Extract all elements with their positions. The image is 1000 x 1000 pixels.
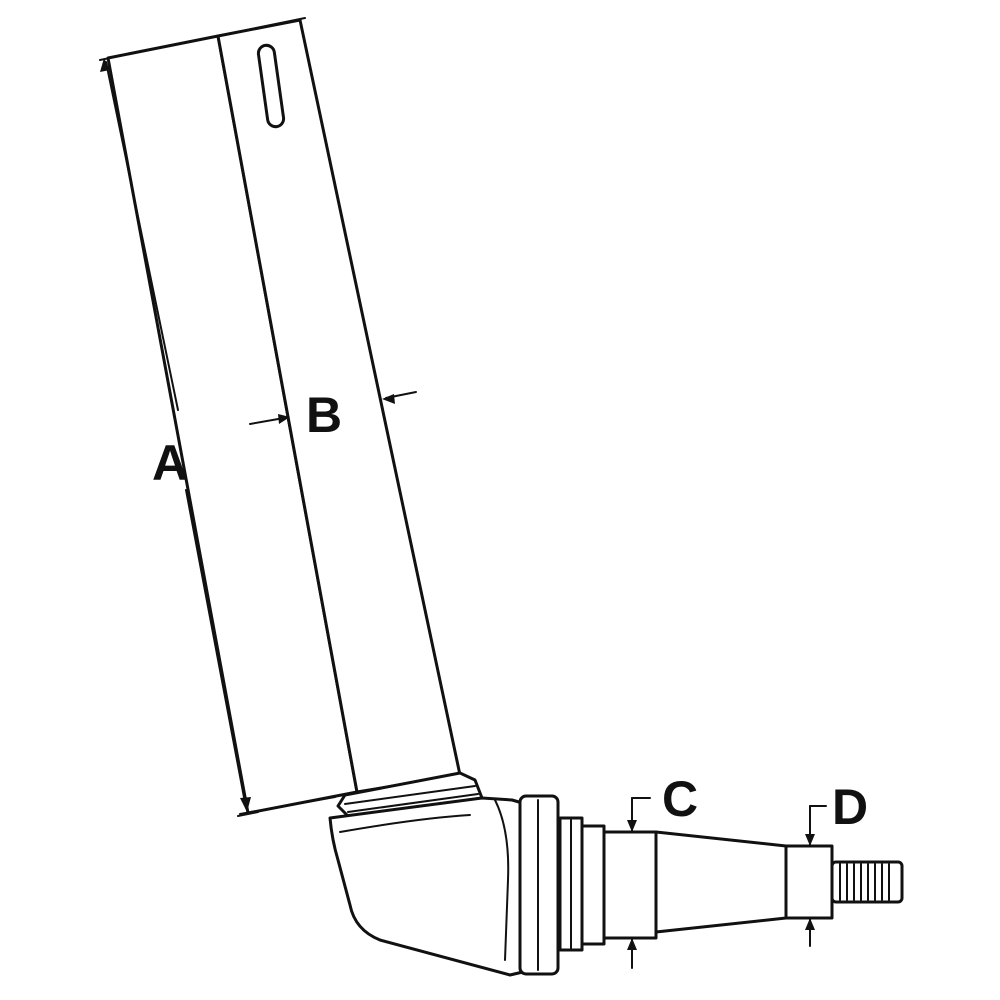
dimension-a-arrow-top	[100, 58, 110, 72]
tapered-section	[654, 830, 788, 934]
collar-groove-2	[347, 793, 479, 813]
dimension-b: B	[249, 387, 417, 443]
dimension-c-arrow-top	[627, 820, 637, 832]
label-a: A	[152, 435, 188, 491]
dimension-d-arrow-top	[805, 834, 815, 846]
label-c: C	[662, 771, 698, 827]
dimension-b-arrow-right	[382, 394, 395, 404]
knuckle-contour	[339, 814, 471, 833]
dimension-a-line-lower	[185, 489, 247, 809]
keyway-slot	[256, 43, 286, 129]
collar-groove	[344, 785, 476, 805]
label-b: B	[306, 387, 342, 443]
spindle-stub	[558, 816, 904, 952]
dimension-a-line-upper	[105, 61, 179, 411]
knuckle-body	[328, 771, 560, 977]
seal-ring-2	[580, 824, 606, 946]
dimension-a-bottom-tick	[237, 811, 259, 817]
thread-lines	[839, 863, 890, 901]
shaft-top-edge	[99, 17, 306, 61]
shaft-bottom-edge	[239, 796, 336, 815]
spindle-shaft	[99, 17, 462, 815]
dimension-a: A	[100, 58, 259, 817]
dimension-d-arrow-bottom	[805, 918, 815, 930]
inner-bearing-seat	[602, 830, 658, 940]
dimension-c: C	[627, 771, 698, 969]
label-d: D	[832, 779, 868, 835]
dimension-a-arrow-bottom	[240, 797, 251, 812]
dimension-b-arrow-left	[278, 414, 290, 424]
dimension-d: D	[805, 779, 868, 947]
dimension-b-left-leader	[249, 417, 285, 425]
knuckle-contour-2	[494, 799, 510, 961]
outer-bearing-seat	[784, 844, 834, 920]
dimension-c-arrow-bottom	[627, 938, 637, 950]
